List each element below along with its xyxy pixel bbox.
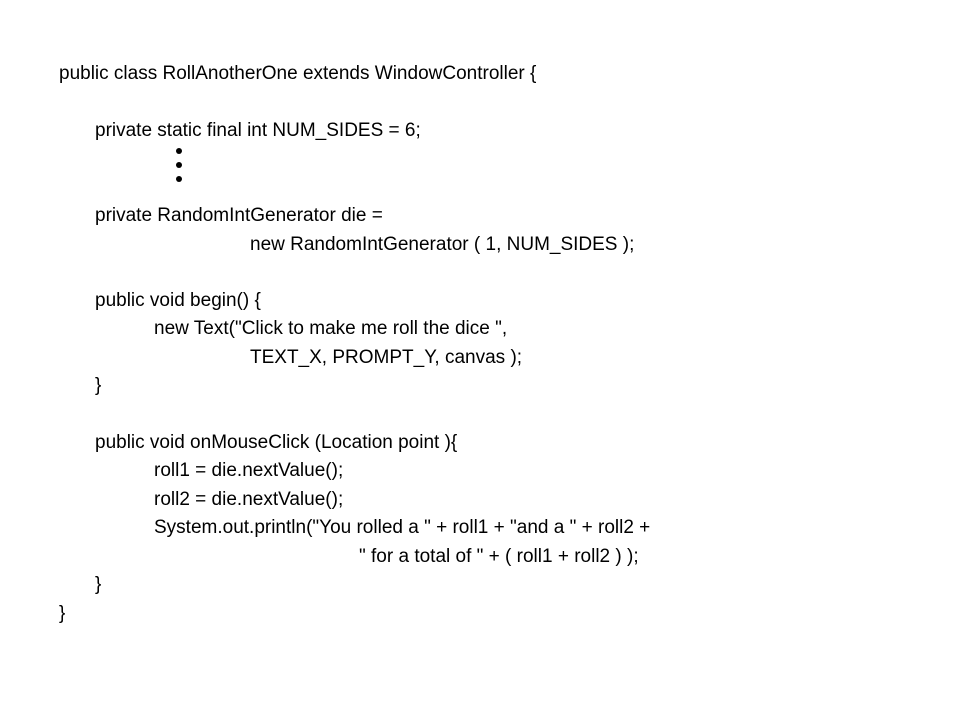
die-field-line: private RandomIntGenerator die =: [95, 205, 383, 226]
new-text-line: new Text("Click to make me roll the dice…: [154, 318, 508, 339]
roll2-line: roll2 = die.nextValue();: [154, 489, 344, 510]
println-continuation-line: " for a total of " + ( roll1 + roll2 ) )…: [359, 546, 639, 567]
on-mouse-click-line: public void onMouseClick (Location point…: [95, 432, 458, 453]
num-sides-constant-line: private static final int NUM_SIDES = 6;: [95, 120, 421, 141]
begin-close-brace: }: [95, 375, 102, 396]
die-initializer-line: new RandomIntGenerator ( 1, NUM_SIDES );: [250, 234, 635, 255]
new-text-args-line: TEXT_X, PROMPT_Y, canvas );: [250, 347, 523, 368]
ellipsis-dot: [176, 148, 182, 154]
ellipsis-dot: [176, 176, 182, 182]
println-line: System.out.println("You rolled a " + rol…: [154, 517, 651, 538]
class-close-brace: }: [59, 603, 66, 624]
on-mouse-click-close-brace: }: [95, 574, 102, 595]
begin-method-line: public void begin() {: [95, 290, 261, 311]
class-declaration-line: public class RollAnotherOne extends Wind…: [59, 63, 537, 84]
roll1-line: roll1 = die.nextValue();: [154, 460, 344, 481]
ellipsis-dot: [176, 162, 182, 168]
